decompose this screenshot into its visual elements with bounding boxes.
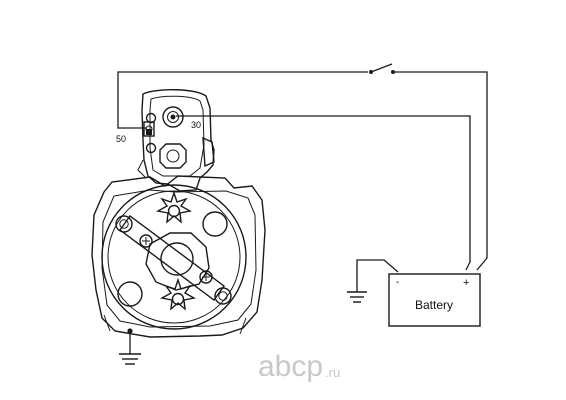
terminal-30-label: 30 — [191, 120, 201, 130]
battery-minus: - — [396, 277, 399, 288]
watermark-brand: abcp — [258, 350, 324, 383]
plate-bolt-left — [115, 215, 133, 233]
ignition-wire — [117, 71, 368, 129]
terminal-30-stud — [162, 106, 184, 128]
terminal-50-label: 50 — [116, 134, 126, 144]
ignition-switch — [369, 63, 395, 74]
plate-bolt-right — [214, 287, 232, 305]
hub-screw-right — [199, 270, 213, 284]
battery-label: Battery — [415, 298, 453, 312]
terminal-50-stud — [143, 121, 155, 137]
switch-to-battery-wire — [395, 71, 488, 271]
battery-plus: + — [463, 277, 469, 289]
starter-motor — [91, 175, 266, 338]
solenoid: 50 30 — [116, 89, 215, 192]
watermark-tld: .ru — [325, 364, 341, 380]
watermark: abcp .ru — [258, 350, 340, 384]
fan-screw-top — [155, 190, 193, 224]
hub-screw-left — [139, 234, 153, 248]
main-cable — [176, 115, 471, 271]
starter-ground — [119, 328, 141, 365]
battery-ground-symbol — [347, 291, 367, 303]
battery-ground-wire — [356, 259, 399, 292]
battery: Battery - + — [388, 273, 481, 327]
fan-screw-bottom — [159, 277, 197, 311]
motor-stud — [159, 143, 187, 169]
